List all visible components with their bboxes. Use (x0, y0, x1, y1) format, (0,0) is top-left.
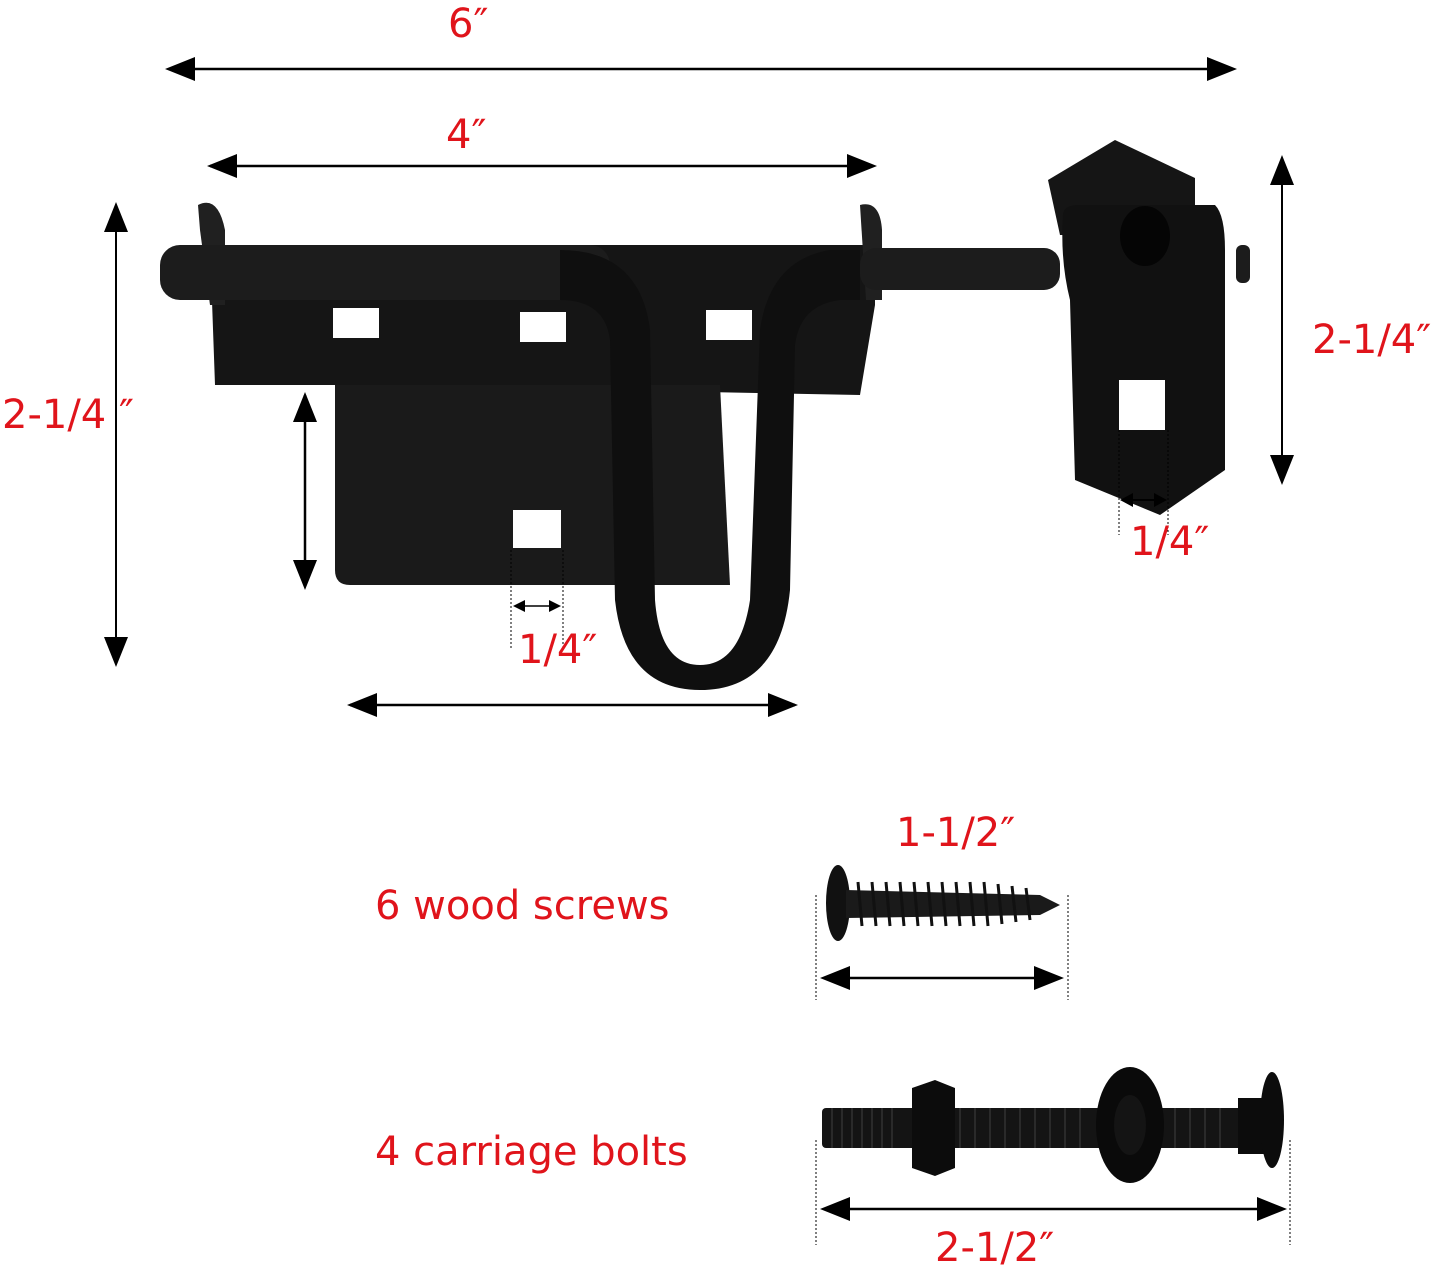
plate-height-arrow (293, 392, 317, 590)
overall-length-arrow (165, 57, 1237, 81)
keeper-hole-width-label: 1/4″ (1130, 519, 1210, 565)
carriage-bolts-label: 4 carriage bolts (375, 1129, 688, 1175)
carriage-bolt-icon (815, 1067, 1291, 1245)
left-height-label: 2-1/4 ″ (2, 392, 134, 438)
plate-length-label: 4″ (446, 112, 487, 158)
overall-length-label: 6″ (448, 1, 489, 47)
latch-bolt-image (160, 140, 1250, 690)
carriage-bolt-size-label: 2-1/2″ (935, 1225, 1055, 1271)
plate-length-arrow (207, 154, 877, 178)
keeper-height-arrow (1270, 155, 1294, 485)
left-height-arrow (104, 202, 128, 667)
plate-bottom-width-arrow (347, 693, 798, 717)
wood-screws-label: 6 wood screws (375, 883, 670, 929)
plate-hole-width-label: 1/4″ (518, 627, 598, 673)
plate-hole-width-indicator (510, 550, 564, 650)
keeper-hole-width-indicator (1118, 430, 1169, 535)
wood-screw-size-label: 1-1/2″ (896, 810, 1016, 856)
wood-screw-icon (815, 865, 1069, 1000)
keeper-height-label: 2-1/4″ (1312, 317, 1432, 363)
